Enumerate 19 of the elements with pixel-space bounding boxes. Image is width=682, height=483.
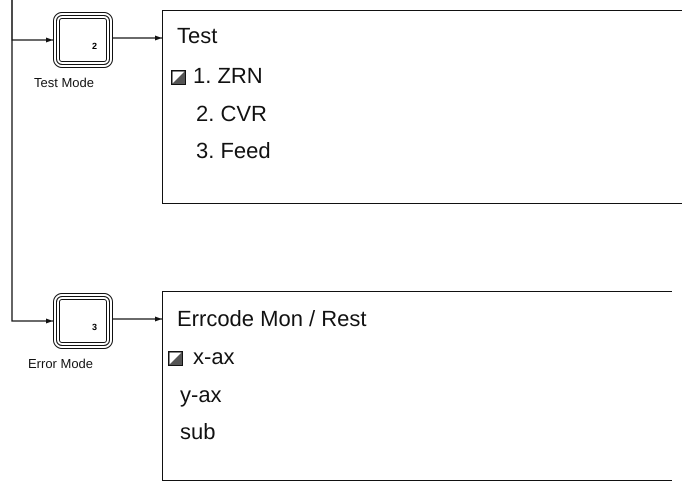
- menu-item: x-ax: [193, 346, 235, 368]
- keyboard-key: [53, 12, 113, 68]
- arrow: [11, 0, 53, 324]
- key-caption: Test Mode: [34, 75, 94, 90]
- key-label: 3: [92, 323, 97, 332]
- screen-title: Test: [177, 25, 218, 47]
- display-screen: [162, 10, 682, 204]
- menu-item: sub: [180, 421, 216, 443]
- menu-item: y-ax: [180, 384, 222, 406]
- menu-item: 3. Feed: [196, 140, 271, 162]
- keyboard-key: [53, 293, 113, 349]
- display-screen: [162, 291, 672, 481]
- arrow: [113, 36, 162, 40]
- key-caption: Error Mode: [28, 356, 94, 371]
- menu-item: 2. CVR: [196, 103, 267, 125]
- menu-item: 1. ZRN: [193, 65, 263, 87]
- screen-title: Errcode Mon / Rest: [177, 308, 367, 330]
- key-label: 2: [92, 42, 97, 51]
- arrow: [113, 316, 162, 322]
